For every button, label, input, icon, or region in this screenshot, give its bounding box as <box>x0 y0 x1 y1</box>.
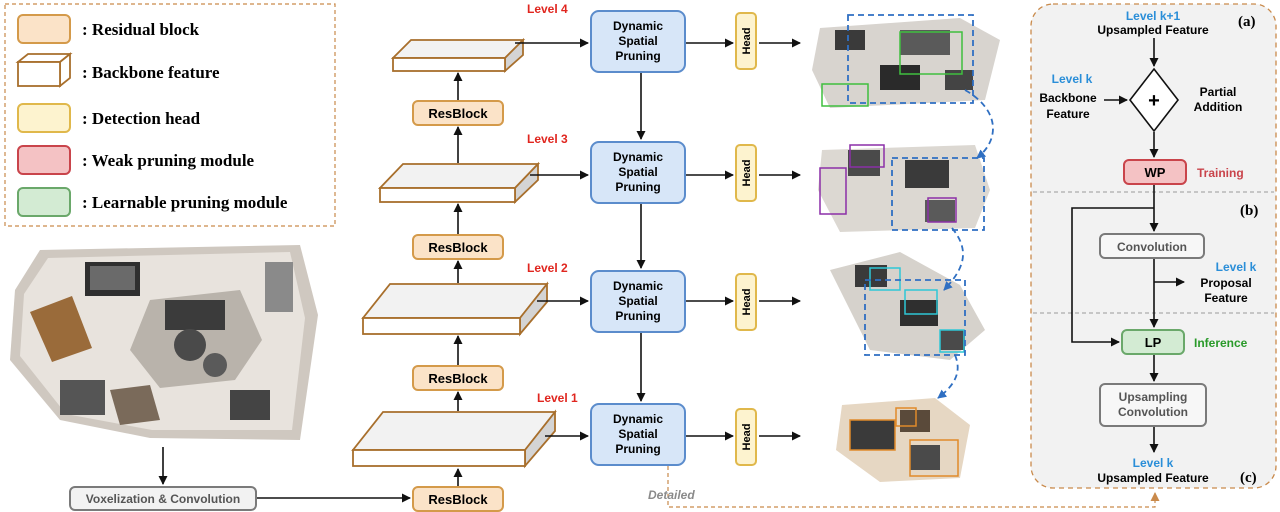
backbone-feature-level4 <box>390 37 526 74</box>
upsampled-feature-bottom-label: Upsampled Feature <box>1097 471 1209 485</box>
partial-label: Partial <box>1200 85 1237 99</box>
legend-learnable-swatch <box>17 187 71 217</box>
resblock-3-label: ResBlock <box>428 371 488 386</box>
legend-residual-swatch <box>17 14 71 44</box>
training-label: Training <box>1197 166 1244 180</box>
legend-residual-label: : Residual block <box>82 20 200 39</box>
dsp-block-level3: Dynamic Spatial Pruning <box>590 141 686 204</box>
resblock-2-label: ResBlock <box>428 240 488 255</box>
head-level4: Head <box>735 12 757 70</box>
dsp4-line2: Spatial <box>618 34 657 48</box>
resblock-2: ResBlock <box>412 234 504 260</box>
dsp1-line1: Dynamic <box>613 412 663 426</box>
dsp-block-level4: Dynamic Spatial Pruning <box>590 10 686 73</box>
detailed-connector <box>667 466 1160 508</box>
level-k-proposal-label: Level k <box>1216 260 1257 274</box>
detail-panel: (a) (b) (c) Level k+1 Upsampled Feature … <box>1030 3 1277 489</box>
backbone-feature-level1 <box>351 409 557 469</box>
resblock-3: ResBlock <box>412 365 504 391</box>
upsampling-conv-block <box>1099 383 1207 427</box>
legend: : Residual block : Backbone feature : De… <box>4 3 336 227</box>
dsp4-line1: Dynamic <box>613 19 663 33</box>
resblock-1-label: ResBlock <box>428 106 488 121</box>
proposal-feature-label: Feature <box>1204 291 1248 305</box>
lp-label: LP <box>1145 335 1162 350</box>
voxelization-block: Voxelization & Convolution <box>69 486 257 511</box>
dsp2-line2: Spatial <box>618 294 657 308</box>
convolution-block <box>1099 233 1205 259</box>
resblock-4-label: ResBlock <box>428 492 488 507</box>
voxelization-label: Voxelization & Convolution <box>86 492 240 506</box>
dsp2-line3: Pruning <box>615 309 660 323</box>
convolution-label: Convolution <box>1117 240 1187 254</box>
legend-head-swatch <box>17 103 71 133</box>
level2-label: Level 2 <box>527 261 568 275</box>
head2-label: Head <box>741 289 753 316</box>
dsp-block-level2: Dynamic Spatial Pruning <box>590 270 686 333</box>
addition-label: Addition <box>1194 100 1243 114</box>
legend-frame <box>4 3 336 227</box>
wp-label: WP <box>1145 165 1166 180</box>
tag-a: (a) <box>1238 14 1256 30</box>
backbone-feature-level2 <box>361 281 549 337</box>
upsampling-conv-label: Convolution <box>1118 405 1188 419</box>
proposal-label: Proposal <box>1200 276 1251 290</box>
level-k-bottom-label: Level k <box>1133 456 1174 470</box>
lp-block <box>1121 329 1185 355</box>
feature-to-dsp-arrows <box>515 38 589 441</box>
zoom-arrows <box>937 89 994 399</box>
head1-label: Head <box>741 424 753 451</box>
legend-learnable-label: : Learnable pruning module <box>82 193 288 212</box>
legend-weak-label: : Weak pruning module <box>82 151 255 170</box>
dsp-block-level1: Dynamic Spatial Pruning <box>590 403 686 466</box>
head4-label: Head <box>741 28 753 55</box>
legend-backbone-swatch <box>15 52 73 88</box>
level-k-left-label: Level k <box>1052 72 1093 86</box>
level4-label: Level 4 <box>527 2 568 16</box>
backbone-arrows <box>158 72 463 503</box>
dsp1-line3: Pruning <box>615 442 660 456</box>
legend-backbone-label: : Backbone feature <box>82 63 220 82</box>
backbone-feature-level3 <box>377 161 541 205</box>
resblock-1: ResBlock <box>412 100 504 126</box>
head-arrows <box>686 38 801 441</box>
upsampled-feature-top-label: Upsampled Feature <box>1097 23 1209 37</box>
head-level3: Head <box>735 144 757 202</box>
tag-b: (b) <box>1240 203 1258 219</box>
resblock-4: ResBlock <box>412 486 504 512</box>
detail-arrows <box>1071 38 1185 453</box>
backbone-label: Backbone <box>1039 91 1097 105</box>
input-point-cloud-scene <box>10 245 318 440</box>
output-scene-level1 <box>836 398 970 482</box>
level3-label: Level 3 <box>527 132 568 146</box>
dsp3-line1: Dynamic <box>613 150 663 164</box>
legend-head-label: : Detection head <box>82 109 201 128</box>
inference-label: Inference <box>1194 336 1248 350</box>
dsp2-line1: Dynamic <box>613 279 663 293</box>
head-level1: Head <box>735 408 757 466</box>
head-level2: Head <box>735 273 757 331</box>
plus-sign: + <box>1148 90 1160 112</box>
dsp3-line3: Pruning <box>615 180 660 194</box>
detailed-label: Detailed <box>648 488 695 502</box>
dsp1-line2: Spatial <box>618 427 657 441</box>
legend-weak-swatch <box>17 145 71 175</box>
tag-c: (c) <box>1240 470 1257 486</box>
dsp3-line2: Spatial <box>618 165 657 179</box>
upsampling-label: Upsampling <box>1119 390 1188 404</box>
dsp4-line3: Pruning <box>615 49 660 63</box>
wp-block <box>1123 159 1187 185</box>
level-k1-label: Level k+1 <box>1126 9 1181 23</box>
output-scene-level2 <box>830 252 985 360</box>
output-scene-level4 <box>812 14 1000 108</box>
partial-addition-diamond <box>1128 67 1180 133</box>
level1-label: Level 1 <box>537 391 578 405</box>
head3-label: Head <box>741 160 753 187</box>
output-scene-level3 <box>818 144 990 232</box>
backbone-feature-label: Feature <box>1046 107 1090 121</box>
